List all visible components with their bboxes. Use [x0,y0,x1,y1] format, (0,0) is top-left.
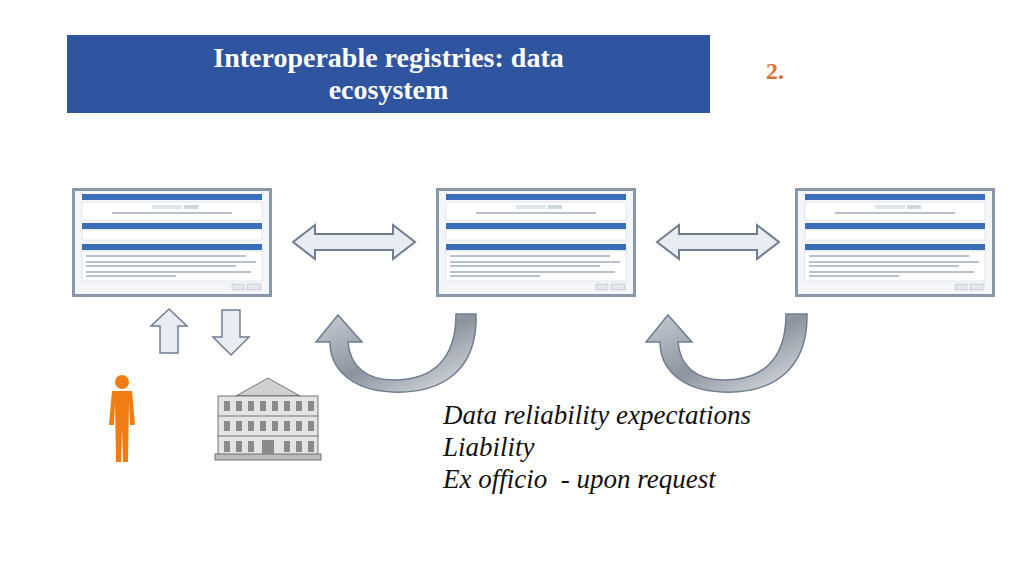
title-band: Interoperable registries: data ecosystem [67,35,710,113]
curved-arrow [646,314,807,392]
person-figure [109,375,135,462]
double-arrow [293,225,415,259]
registry-screenshot [436,188,636,297]
note-line: Data reliability expectations [443,400,751,430]
up-arrow [151,309,187,353]
slide-number: 2. [766,58,784,85]
title-text: Interoperable registries: data ecosystem [199,42,579,106]
note-line: Ex officio - upon request [443,464,716,494]
registry-screenshot [795,188,995,297]
down-arrow [213,310,249,355]
note-line: Liability [443,432,535,462]
curved-arrow [316,314,476,392]
registry-screenshot [72,188,272,297]
double-arrow [657,225,779,259]
building-illustration [215,378,321,460]
